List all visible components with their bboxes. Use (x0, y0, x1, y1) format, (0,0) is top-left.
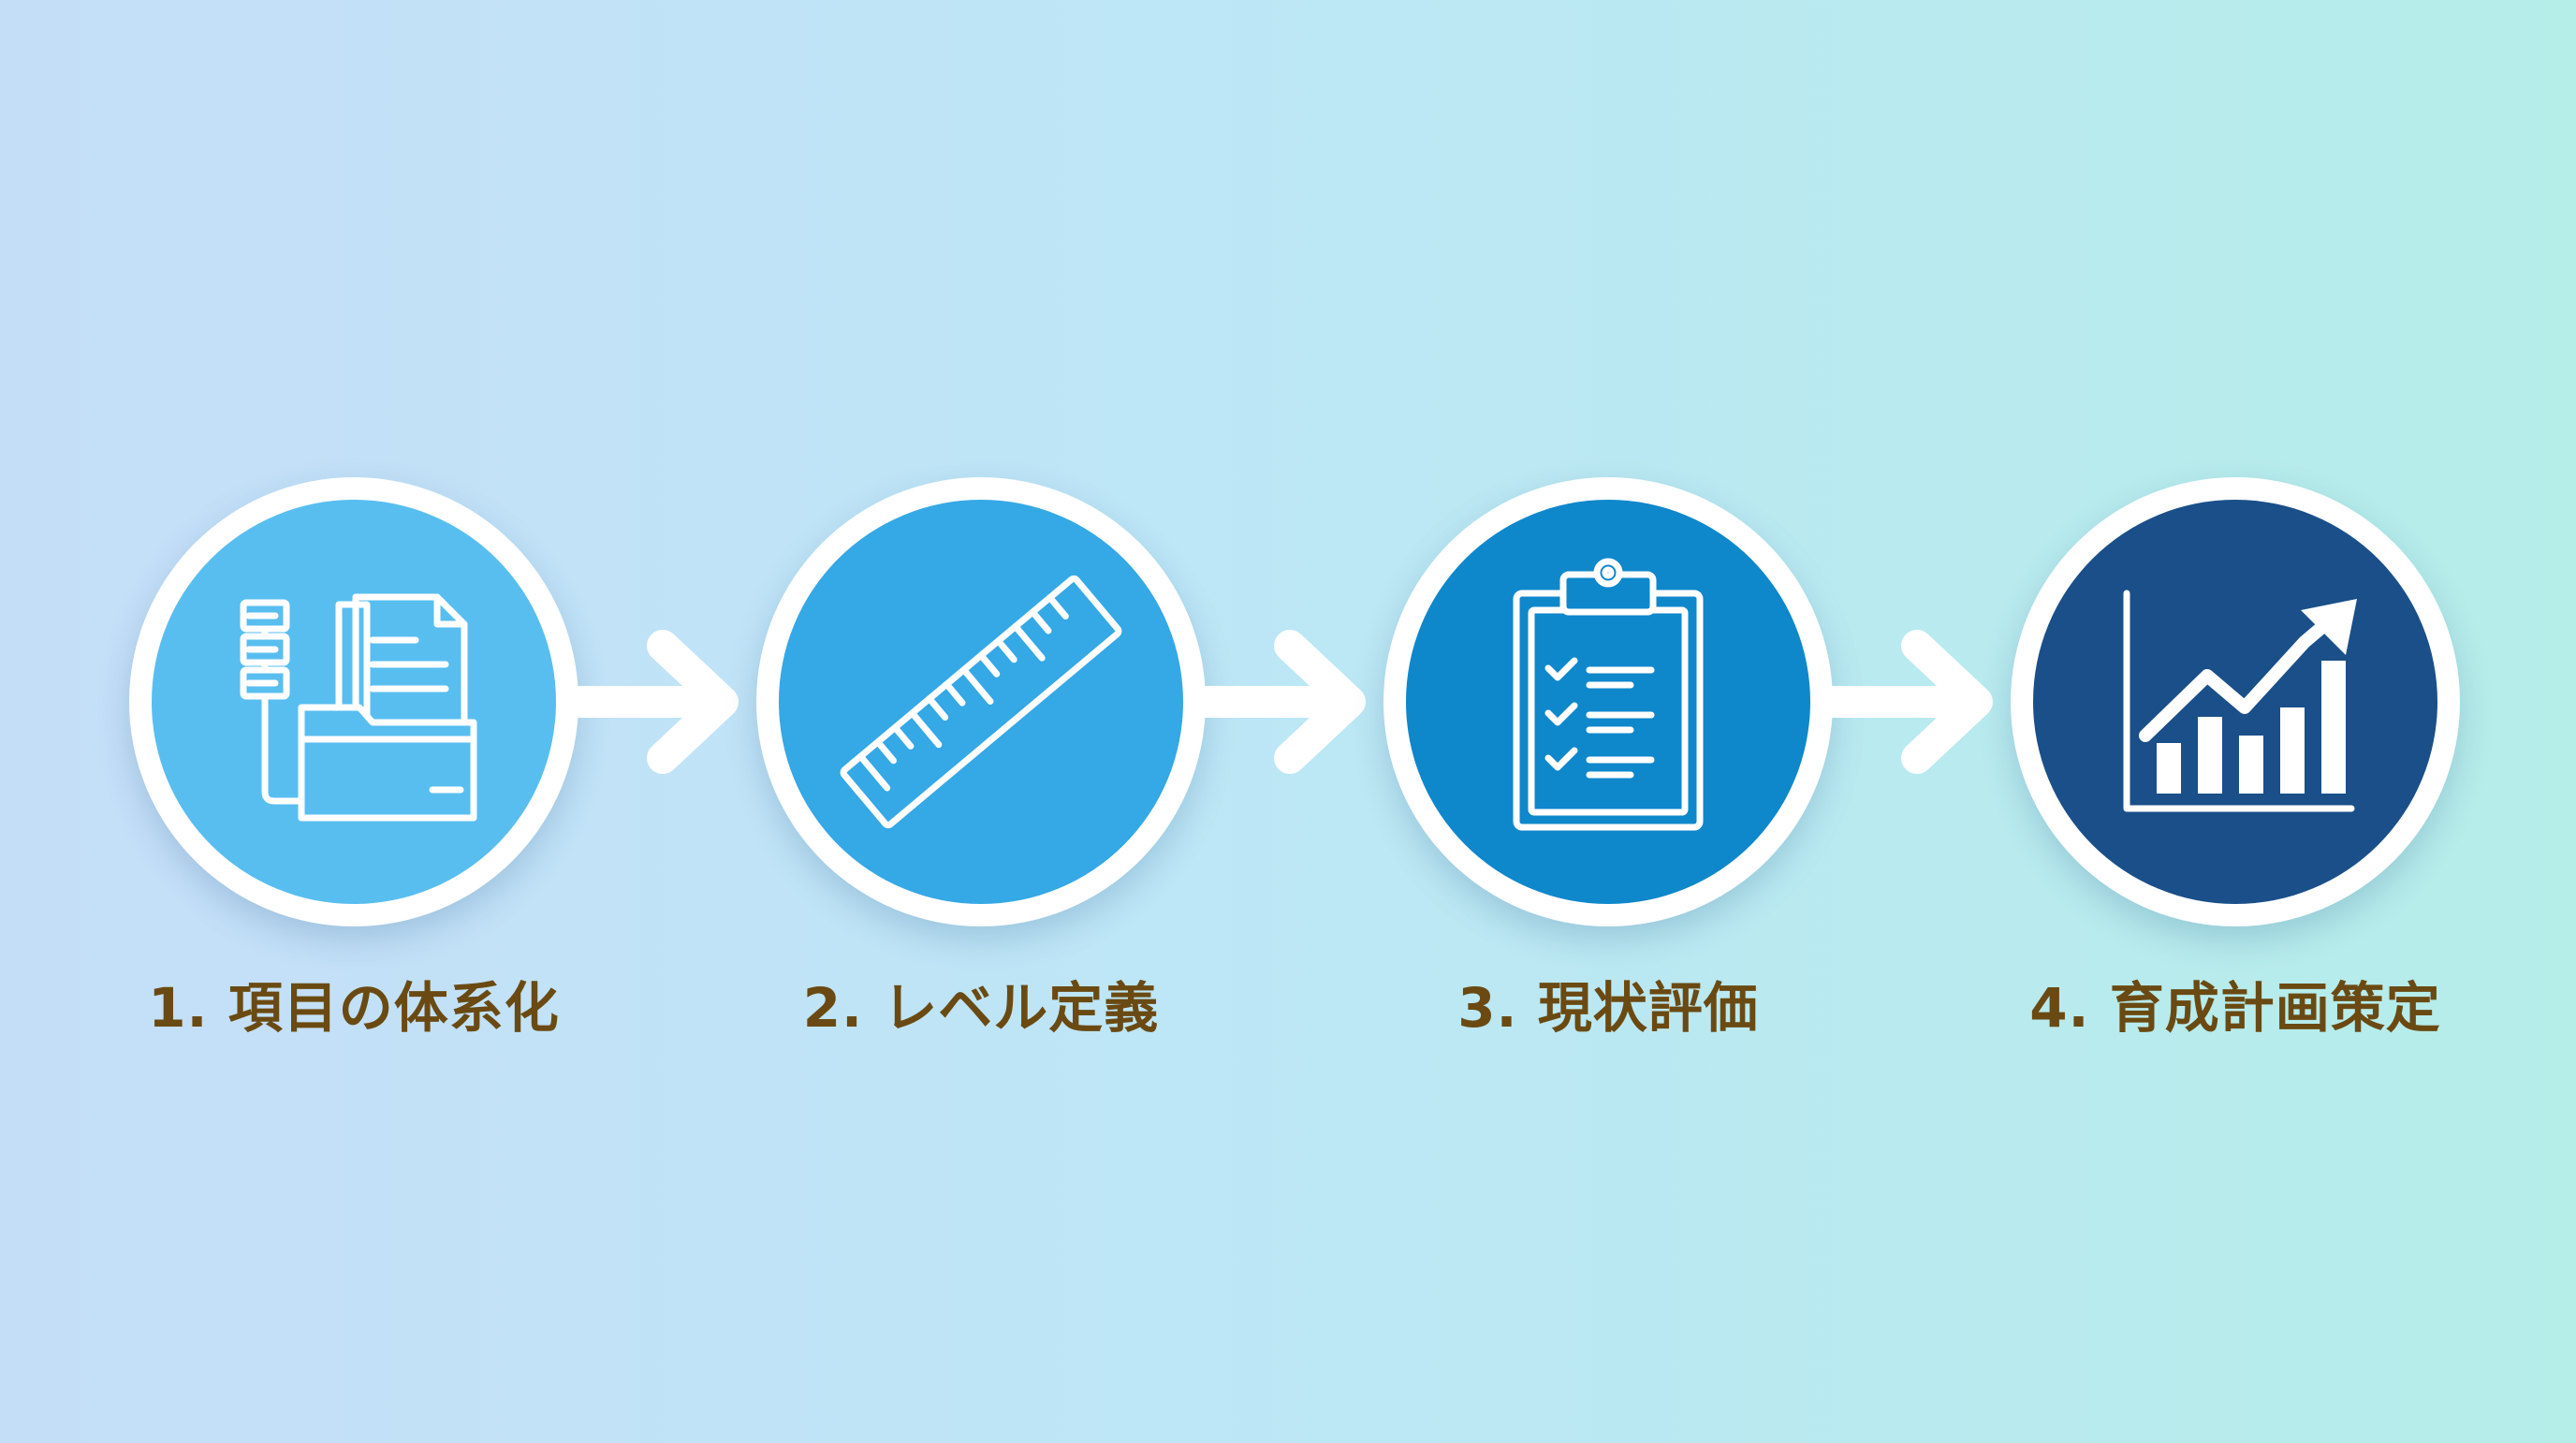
arrow-right-icon (573, 630, 739, 774)
step-1: 1. 項目の体系化 (129, 477, 578, 1040)
step-4: 4. 育成計画策定 (2011, 477, 2460, 1040)
growth-chart-icon (2123, 590, 2357, 812)
clipboard-checklist-icon (1513, 558, 1704, 831)
step-2: 2. レベル定義 (756, 477, 1206, 1040)
step-1-label: 1. 項目の体系化 (148, 976, 560, 1040)
step-4-circle (2011, 477, 2460, 926)
step-2-circle-fill (779, 500, 1183, 904)
step-3-circle-fill (1406, 500, 1810, 904)
step-1-circle (129, 477, 578, 926)
step-4-label: 4. 育成計画策定 (2029, 976, 2441, 1040)
folder-documents-icon (240, 593, 477, 822)
arrow-right-icon (1827, 630, 1993, 774)
step-4-circle-fill (2033, 500, 2437, 904)
ruler-icon (840, 575, 1122, 829)
step-3: 3. 現状評価 (1383, 477, 1833, 1040)
step-3-label: 3. 現状評価 (1457, 976, 1759, 1040)
step-2-label: 2. レベル定義 (802, 976, 1160, 1040)
arrow-right-icon (1200, 630, 1366, 774)
step-2-circle (756, 477, 1206, 926)
step-3-circle (1383, 477, 1833, 926)
step-1-circle-fill (152, 500, 556, 904)
